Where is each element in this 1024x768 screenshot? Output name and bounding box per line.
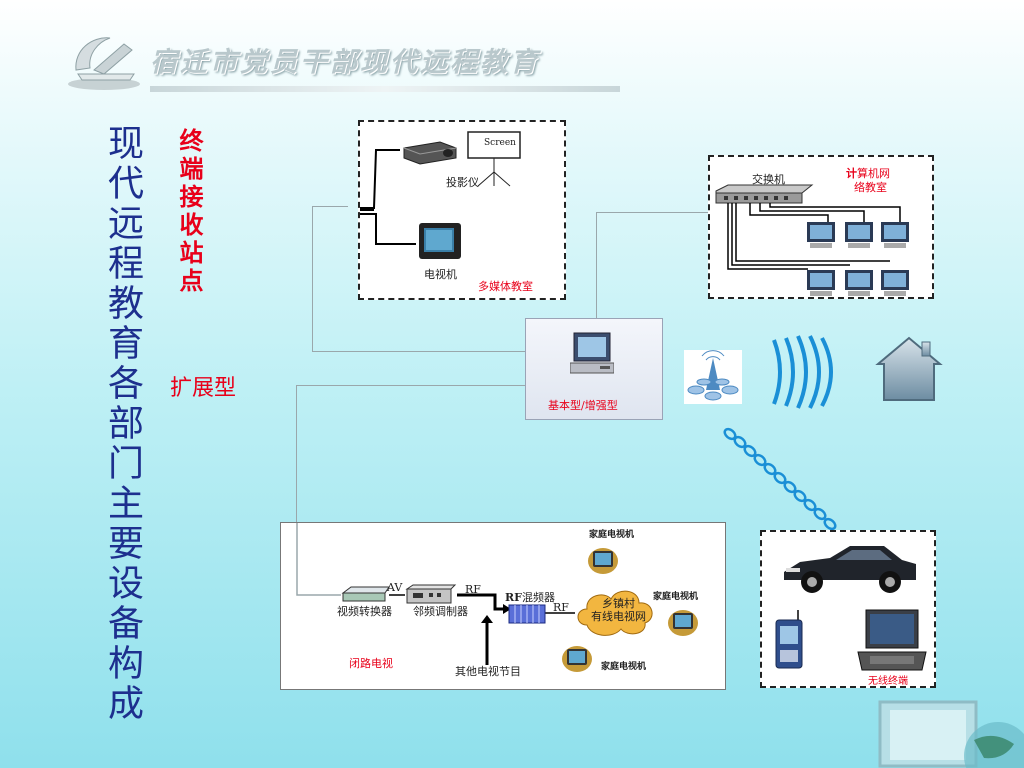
party-logo-icon [68, 37, 140, 90]
car-icon [784, 546, 916, 593]
rf-label-1: RF [465, 583, 481, 596]
computer-icon [807, 222, 835, 248]
basic-type-label: 基本型/增强型 [548, 399, 618, 412]
laptop-icon [857, 609, 927, 671]
connector-line [312, 351, 525, 352]
basic-station-box: 基本型/增强型 [525, 318, 663, 420]
network-cabling [727, 203, 901, 270]
connector-line [312, 206, 348, 207]
home-tv-label: 家庭电视机 [601, 662, 647, 672]
projector-label: 投影仪 [446, 176, 479, 189]
av-label: AV [387, 581, 403, 594]
computer-icon [881, 222, 909, 248]
computer-classroom-box: 交换机 计算机网 络教室 [708, 155, 934, 299]
main-title: 现代远程教育各部门主要设备构成 [102, 124, 143, 724]
decorative-monitor-globe-icon [878, 700, 1024, 768]
video-converter-icon [341, 586, 390, 602]
projection-screen-icon [467, 131, 521, 187]
modulator-icon [405, 584, 457, 604]
wireless-tower-icon [684, 350, 742, 404]
cctv-box: AV RF 视频转换器 邻频调制器 RF混频器 RF 乡镇村有线电视网 家庭电视… [280, 522, 726, 690]
network-switch-icon [715, 184, 814, 204]
header-divider [150, 86, 620, 92]
home-tv-icon [562, 646, 592, 672]
cctv-wiring [296, 523, 575, 665]
wireless-link-chain [723, 427, 837, 531]
connector-line [296, 385, 297, 523]
home-tv-icon [668, 610, 698, 636]
multimedia-room-label: 多媒体教室 [478, 280, 533, 293]
wireless-terminal-label: 无线终端 [868, 676, 908, 687]
cable-network-cloud-icon [577, 590, 653, 636]
wireless-terminal-box: 无线终端 [760, 530, 936, 688]
modulator-label: 邻频调制器 [413, 605, 468, 618]
connector-line [296, 385, 525, 386]
tv-icon [419, 223, 461, 259]
other-programs-label: 其他电视节目 [455, 665, 521, 678]
home-tv-icon [588, 548, 618, 574]
cable-network-label: 乡镇村有线电视网 [591, 597, 646, 623]
home-tv-label: 家庭电视机 [589, 530, 635, 540]
tv-label: 电视机 [424, 268, 457, 281]
multimedia-classroom-box: Screen 投影仪 电视机 多媒体教室 [358, 120, 566, 300]
cctv-title: 闭路电视 [349, 657, 393, 670]
connector-line [596, 212, 708, 213]
house-icon [875, 336, 943, 401]
computer-icon [845, 270, 873, 296]
connector-line [312, 206, 313, 352]
mobile-device-icon [775, 610, 803, 669]
rf-mixer-icon [508, 604, 546, 624]
computer-icon [881, 270, 909, 296]
sub-title: 终端接收站点 [175, 128, 204, 296]
radio-waves-icon [772, 335, 833, 409]
multimedia-wiring [360, 149, 416, 245]
projector-icon [403, 141, 457, 165]
rf-mixer-label: RF混频器 [505, 591, 555, 604]
switch-label: 交换机 [752, 173, 785, 186]
desktop-computer-icon [570, 332, 614, 374]
expand-type-label: 扩展型 [170, 376, 237, 401]
rf-label-2: RF [553, 601, 569, 614]
home-tv-label: 家庭电视机 [653, 592, 699, 602]
computer-room-title: 计算机网 [846, 167, 890, 180]
computer-icon [845, 222, 873, 248]
connector-line [596, 212, 597, 318]
header-title: 宿迁市党员干部现代远程教育 [150, 47, 540, 78]
computer-room-title-line2: 络教室 [854, 181, 887, 194]
computer-icon [807, 270, 835, 296]
screen-label: Screen [484, 138, 516, 148]
video-converter-label: 视频转换器 [337, 605, 392, 618]
